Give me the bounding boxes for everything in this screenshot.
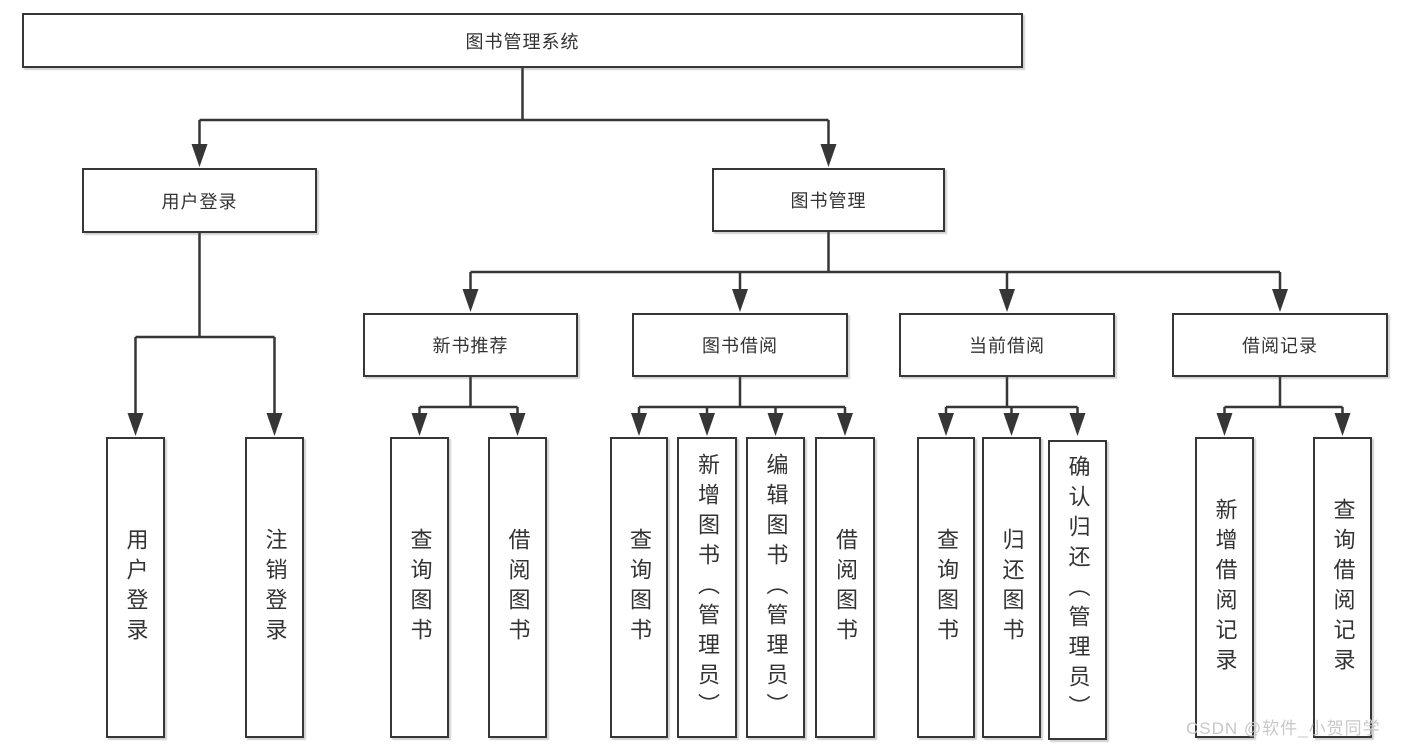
arrowhead	[631, 413, 647, 436]
arrowhead	[127, 413, 144, 436]
node-book-management: 图书管理	[712, 168, 945, 232]
arrowhead	[1272, 289, 1288, 312]
leaf-query-books-current: 查询图书	[917, 437, 975, 738]
arrowhead	[411, 413, 428, 436]
node-root: 图书管理系统	[22, 13, 1023, 68]
leaf-add-books-admin: 新增图书（管理员）	[677, 437, 737, 738]
arrowhead	[509, 413, 526, 436]
node-new-book-recommend-label: 新书推荐	[432, 336, 509, 356]
leaf-add-borrow-record: 新增借阅记录	[1195, 437, 1254, 738]
arrowhead	[767, 413, 784, 436]
arrowhead	[938, 413, 954, 436]
node-borrowing-records-label: 借阅记录	[1242, 336, 1318, 356]
connector-current-borrowing-to-leaves	[938, 377, 1086, 436]
connector-book-management-to-level2	[462, 232, 1288, 312]
arrowhead	[462, 289, 479, 312]
arrowhead	[1216, 413, 1233, 436]
node-book-management-label: 图书管理	[790, 191, 867, 211]
arrowhead	[1003, 413, 1020, 436]
leaf-user-login: 用户登录	[106, 437, 165, 738]
node-root-label: 图书管理系统	[465, 31, 580, 52]
arrowhead	[732, 289, 748, 312]
node-new-book-recommend: 新书推荐	[363, 313, 578, 377]
leaf-confirm-return-admin: 确认归还（管理员）	[1048, 440, 1107, 740]
node-book-borrowing: 图书借阅	[632, 313, 848, 377]
leaf-return-books: 归还图书	[982, 437, 1041, 738]
node-book-borrowing-label: 图书借阅	[702, 336, 778, 356]
leaf-query-books-recommend: 查询图书	[390, 437, 449, 738]
node-borrowing-records: 借阅记录	[1172, 313, 1388, 377]
arrowhead	[837, 413, 853, 436]
node-user-login-label: 用户登录	[161, 191, 238, 212]
leaf-logout: 注销登录	[245, 437, 304, 738]
arrowhead	[699, 413, 715, 436]
arrowhead	[266, 413, 283, 436]
leaf-borrow-books-borrowing: 借阅图书	[815, 437, 875, 738]
node-user-login: 用户登录	[82, 168, 317, 233]
arrowhead	[999, 289, 1015, 312]
node-current-borrowing-label: 当前借阅	[969, 336, 1045, 356]
arrowhead	[191, 144, 208, 167]
arrowhead	[1069, 413, 1086, 436]
arrowhead	[820, 144, 837, 167]
node-current-borrowing: 当前借阅	[899, 313, 1115, 377]
connector-user-login-to-leaves	[127, 233, 283, 436]
connector-borrowing-records-to-leaves	[1216, 377, 1351, 436]
connector-root-to-level1	[191, 68, 837, 167]
csdn-watermark: CSDN @软件_小贺同学	[1186, 719, 1381, 738]
leaf-query-books-borrowing: 查询图书	[610, 437, 668, 738]
leaf-borrow-books-recommend: 借阅图书	[488, 437, 547, 738]
arrowhead	[1334, 413, 1351, 436]
leaf-edit-books-admin: 编辑图书（管理员）	[746, 437, 805, 738]
connector-new-book-recommend-to-leaves	[411, 377, 526, 436]
connector-book-borrowing-to-leaves	[631, 377, 853, 436]
leaf-query-borrow-record: 查询借阅记录	[1313, 437, 1372, 738]
